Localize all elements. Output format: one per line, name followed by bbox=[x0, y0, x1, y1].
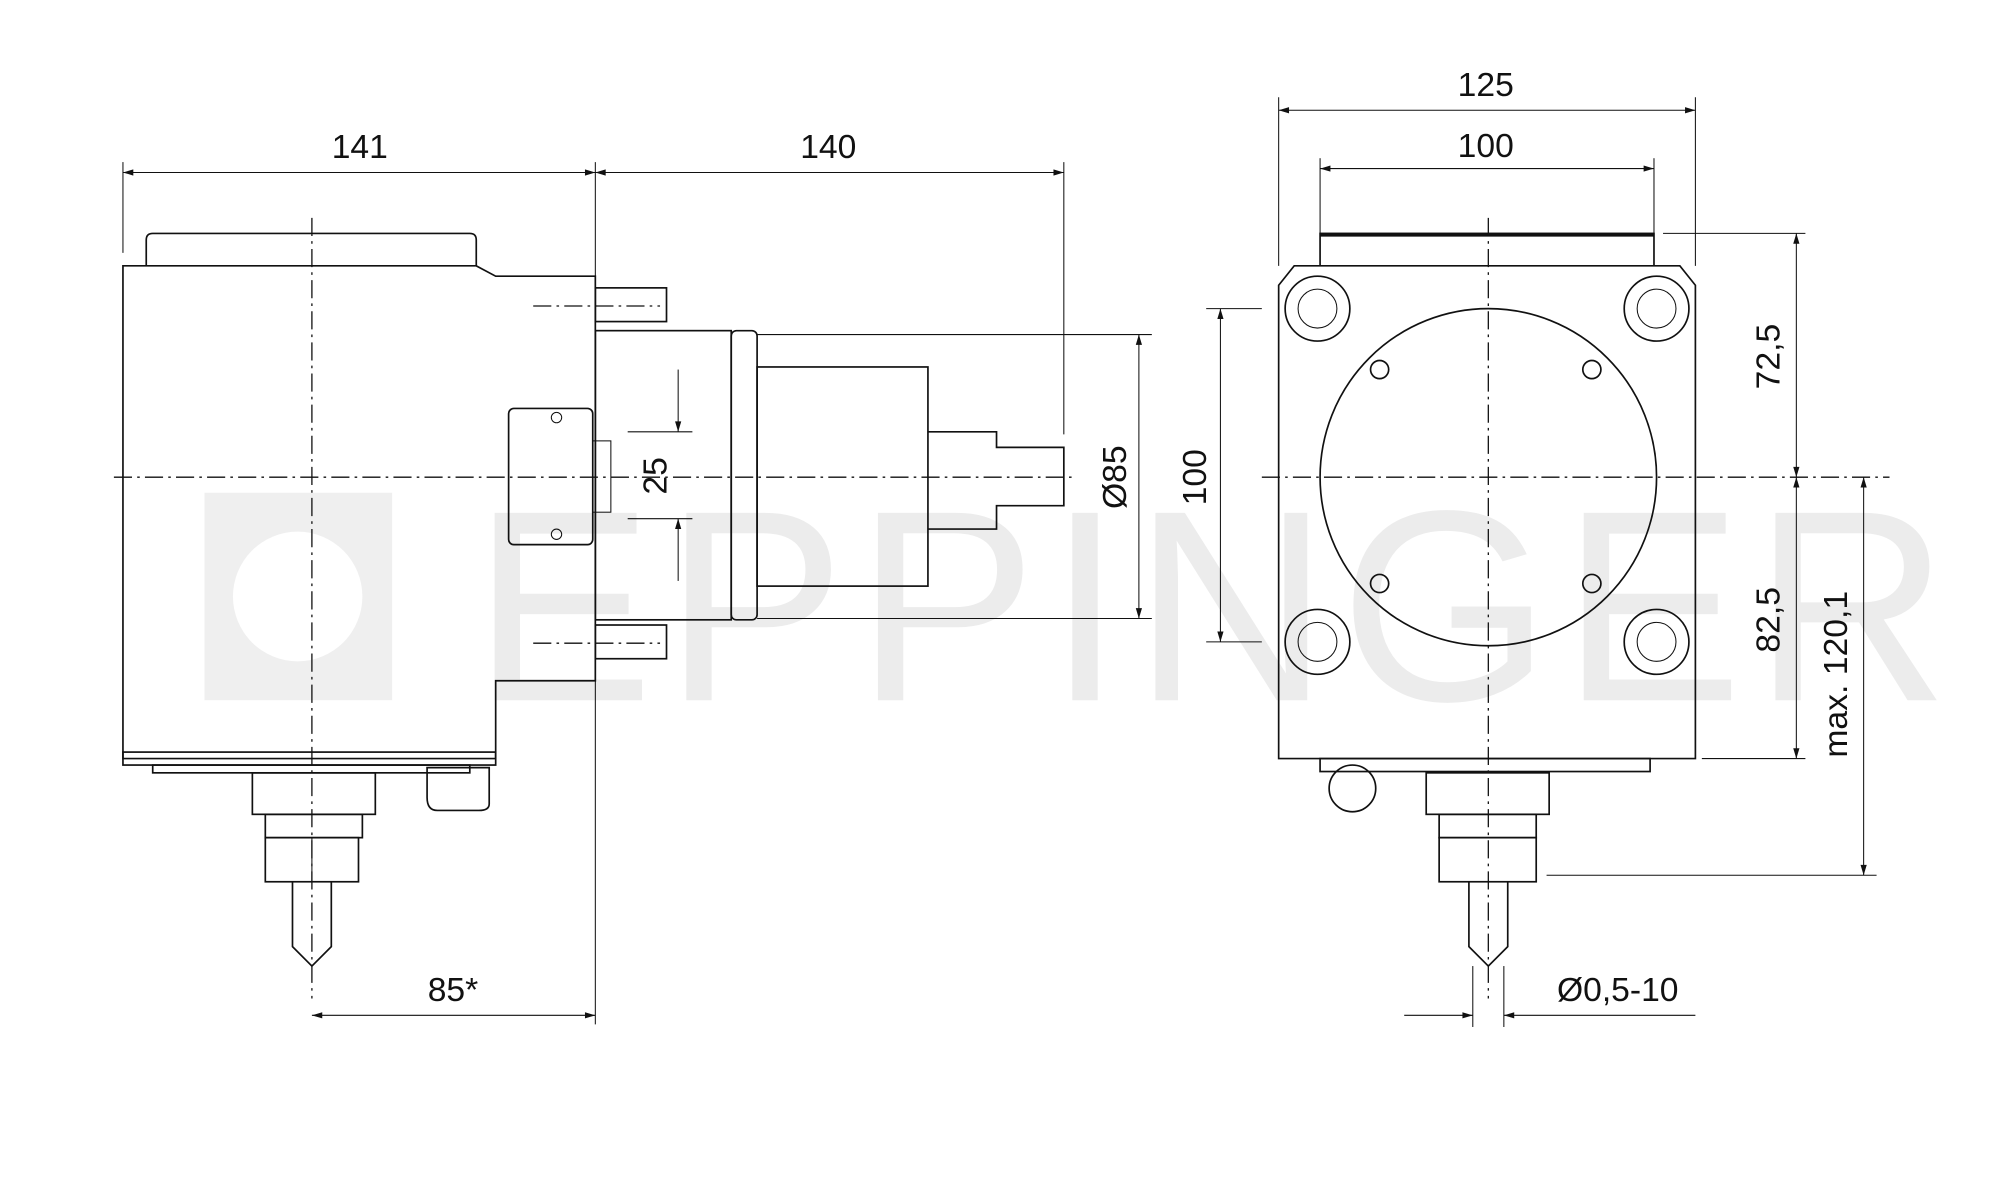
dim-diameter-85: Ø85 bbox=[1097, 445, 1134, 509]
coolant-fitting bbox=[426, 766, 491, 812]
watermark-text: EPPINGER bbox=[472, 454, 1959, 758]
dim-100-height: 100 bbox=[1177, 449, 1214, 505]
flange-screws bbox=[1369, 359, 1602, 594]
front-face bbox=[1277, 264, 1697, 760]
watermark-logo: EPPINGER bbox=[204, 454, 1959, 758]
tool bbox=[291, 881, 333, 968]
dim-82-5: 82,5 bbox=[1751, 587, 1788, 653]
side-view: 141 140 Ø85 25 85* bbox=[113, 129, 1152, 1025]
dim-25: 25 bbox=[638, 457, 675, 495]
top-cap bbox=[1319, 232, 1655, 266]
dim-85-star: 85* bbox=[428, 972, 479, 1009]
coolant-fitting bbox=[1328, 764, 1377, 813]
dim-72-5: 72,5 bbox=[1751, 324, 1788, 390]
front-view: 125 100 100 72,5 82,5 max. 120,1 Ø0,5-10 bbox=[1177, 67, 1890, 1027]
dim-100-width: 100 bbox=[1458, 128, 1514, 165]
dim-141: 141 bbox=[332, 129, 388, 166]
collet-holder bbox=[251, 771, 377, 816]
dim-125: 125 bbox=[1458, 67, 1514, 104]
dim-140: 140 bbox=[800, 129, 856, 166]
tool bbox=[1468, 881, 1509, 968]
dim-max-120-1: max. 120,1 bbox=[1818, 591, 1855, 758]
bolt-upper bbox=[594, 287, 668, 323]
mounting-bolts bbox=[1284, 275, 1690, 676]
dim-collet-range: Ø0,5-10 bbox=[1557, 972, 1679, 1009]
drive-shaft bbox=[927, 430, 1065, 530]
